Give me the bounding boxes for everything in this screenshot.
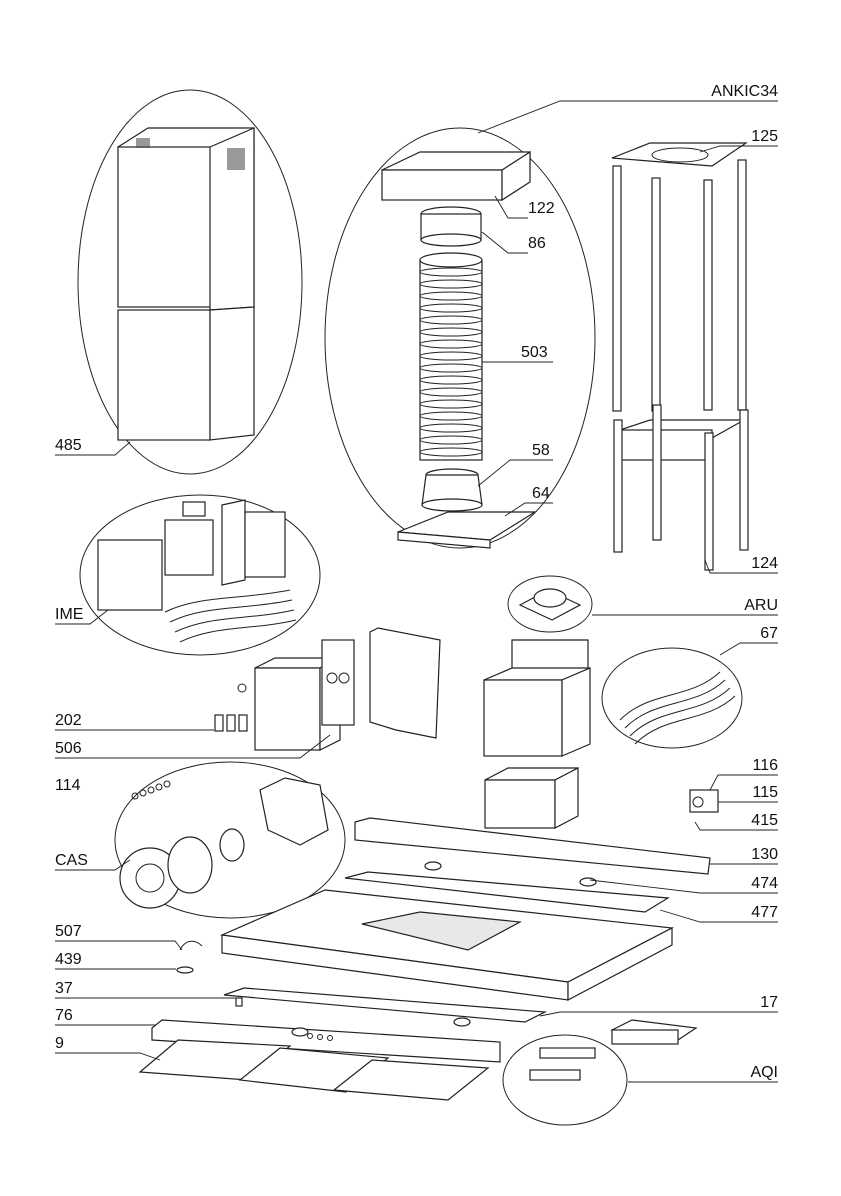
label-439: 439 xyxy=(55,952,82,968)
label-64: 64 xyxy=(532,486,550,502)
label-122: 122 xyxy=(528,201,555,217)
motor-cover-506 xyxy=(322,640,354,725)
stand-frame-124 xyxy=(614,405,748,570)
housing-box xyxy=(484,640,590,756)
group-67-ellipse xyxy=(602,648,742,748)
collar-86 xyxy=(421,207,481,246)
bracket-aqi xyxy=(530,1020,696,1080)
label-115: 115 xyxy=(752,785,778,801)
panel-17 xyxy=(224,988,545,1022)
label-86: 86 xyxy=(528,236,546,252)
label-37: 37 xyxy=(55,981,73,997)
label-477: 477 xyxy=(751,905,778,921)
switch-116-115 xyxy=(690,790,718,812)
label-9: 9 xyxy=(55,1036,64,1052)
label-506: 506 xyxy=(55,741,82,757)
label-ime: IME xyxy=(55,607,83,623)
electronics-ime xyxy=(98,500,296,642)
label-202: 202 xyxy=(55,713,82,729)
label-415: 415 xyxy=(751,813,778,829)
label-67: 67 xyxy=(760,626,778,642)
clips-202 xyxy=(215,684,247,731)
aru-part xyxy=(520,589,580,620)
label-114: 114 xyxy=(55,778,81,794)
back-panel xyxy=(370,628,440,738)
label-aru: ARU xyxy=(744,598,778,614)
label-507: 507 xyxy=(55,924,82,940)
label-503: 503 xyxy=(521,345,548,361)
blower-cas xyxy=(120,778,328,908)
chimney-cover xyxy=(118,128,254,440)
reducer-58 xyxy=(422,469,482,511)
label-76: 76 xyxy=(55,1008,73,1024)
flex-duct-503 xyxy=(420,253,482,460)
label-124: 124 xyxy=(751,556,778,572)
wires-67 xyxy=(620,672,735,744)
label-485: 485 xyxy=(55,438,82,454)
label-58: 58 xyxy=(532,443,550,459)
label-130: 130 xyxy=(751,847,778,863)
label-cas: CAS xyxy=(55,853,88,869)
stand-frame-125 xyxy=(612,143,746,411)
label-116: 116 xyxy=(752,758,778,774)
lower-box xyxy=(485,768,578,828)
label-474: 474 xyxy=(751,876,778,892)
label-ankic34: ANKIC34 xyxy=(711,84,778,100)
label-125: 125 xyxy=(751,129,778,145)
label-17: 17 xyxy=(760,995,778,1011)
label-aqi: AQI xyxy=(750,1065,778,1081)
bracket-122 xyxy=(382,152,530,200)
